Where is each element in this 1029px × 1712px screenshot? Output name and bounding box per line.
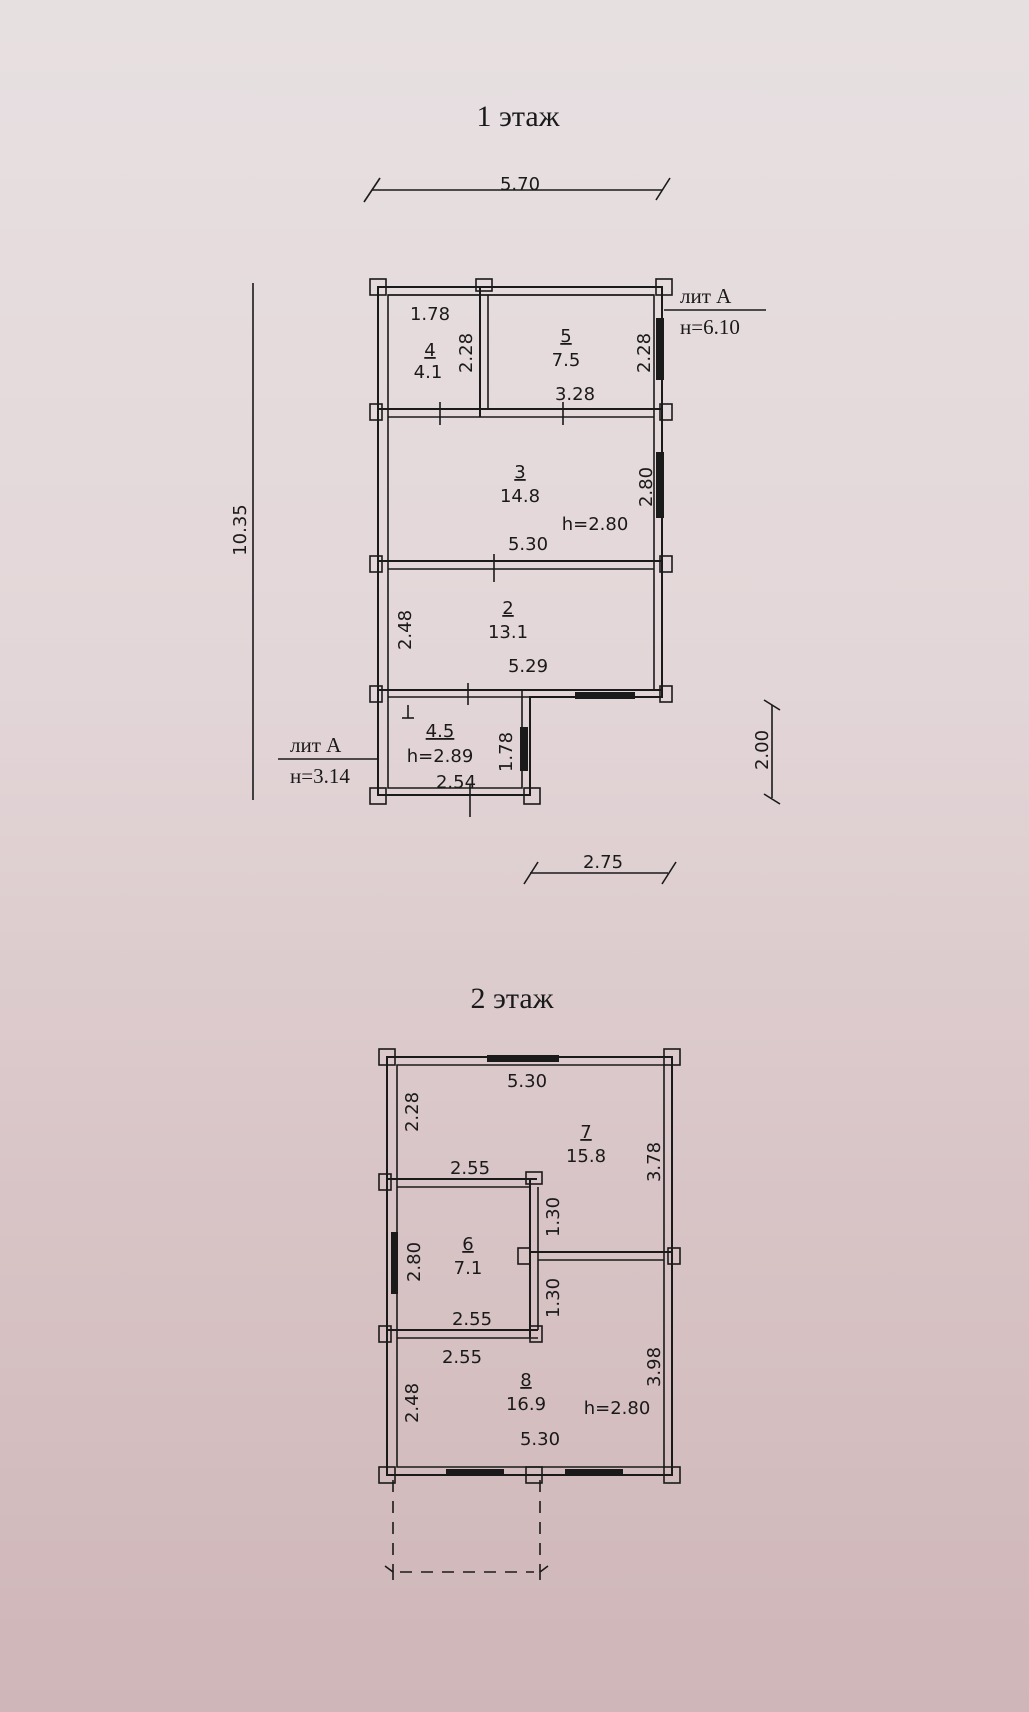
window-room-8-right bbox=[565, 1469, 623, 1476]
room-2: 2.48 2 13.1 5.29 bbox=[395, 598, 548, 677]
room-8-number: 8 bbox=[520, 1370, 531, 1391]
room-7-right-depth: 3.78 bbox=[644, 1142, 665, 1182]
floor-1-windows bbox=[520, 318, 664, 771]
window-room-3 bbox=[656, 452, 664, 518]
room-6-number: 6 bbox=[462, 1234, 473, 1255]
room-8-right-depth: 3.98 bbox=[644, 1347, 665, 1387]
lit-a-top-callout: лит А н=6.10 bbox=[664, 284, 766, 339]
floor-1-bottom-dimension: 2.75 bbox=[523, 852, 677, 885]
room-8-ceiling: h=2.80 bbox=[584, 1398, 651, 1419]
room-7-number: 7 bbox=[580, 1122, 591, 1143]
floor-1-right-dim-label: 2.00 bbox=[752, 730, 773, 770]
window-room-1 bbox=[520, 727, 528, 771]
room-7-area: 15.8 bbox=[566, 1146, 606, 1167]
room-5: 5 7.5 3.28 2.28 bbox=[552, 326, 655, 405]
room-8-width: 5.30 bbox=[520, 1429, 560, 1450]
room-4-width: 1.78 bbox=[410, 304, 450, 325]
room-7: 5.30 2.28 7 15.8 3.78 2.55 1.30 bbox=[402, 1071, 665, 1237]
room-8-area: 16.9 bbox=[506, 1394, 546, 1415]
floor-1-width-dimension: 5.70 bbox=[363, 174, 671, 203]
room-3-area: 14.8 bbox=[500, 486, 540, 507]
floor-1-right-dimension: 2.00 bbox=[752, 699, 781, 805]
room-2-width: 5.29 bbox=[508, 656, 548, 677]
window-room-2 bbox=[575, 692, 635, 699]
room-6-area: 7.1 bbox=[454, 1258, 483, 1279]
room-5-number: 5 bbox=[560, 326, 571, 347]
room-6: 2.80 6 7.1 2.55 bbox=[404, 1234, 492, 1330]
lit-a-bottom-height: н=3.14 bbox=[290, 764, 350, 788]
lit-a-top-label: лит А bbox=[680, 284, 732, 308]
floor-2: 2 этаж bbox=[378, 982, 681, 1580]
room-8-top-width: 2.55 bbox=[442, 1347, 482, 1368]
window-room-6 bbox=[391, 1232, 398, 1294]
room-4-depth: 2.28 bbox=[456, 333, 477, 373]
floor-1-width-label: 5.70 bbox=[500, 174, 540, 195]
floor-1-height-label: 10.35 bbox=[230, 504, 251, 556]
room-3: 3 14.8 h=2.80 5.30 2.80 bbox=[500, 462, 657, 555]
room-4: 1.78 4 4.1 2.28 bbox=[410, 304, 477, 383]
room-5-width: 3.28 bbox=[555, 384, 595, 405]
floor-1-doors bbox=[402, 402, 564, 817]
floor-2-title: 2 этаж bbox=[471, 982, 554, 1015]
lit-a-bottom-label: лит А bbox=[290, 733, 342, 757]
room-2-depth: 2.48 bbox=[395, 610, 416, 650]
room-4-number: 4 bbox=[424, 340, 435, 361]
floor-1: 1 этаж 5.70 10.35 bbox=[230, 100, 781, 885]
room-3-number: 3 bbox=[514, 462, 525, 483]
room-7-left-depth: 2.28 bbox=[402, 1092, 423, 1132]
floor-2-windows bbox=[391, 1055, 623, 1476]
room-8-left-depth: 2.48 bbox=[402, 1383, 423, 1423]
room-1-area: 4.5 bbox=[426, 721, 455, 742]
room-1-depth: 1.78 bbox=[496, 732, 517, 772]
floor-1-height-dimension: 10.35 bbox=[230, 283, 254, 800]
lit-a-bottom-callout: лит А н=3.14 bbox=[278, 733, 378, 788]
window-room-7 bbox=[487, 1055, 559, 1062]
room-7-width: 5.30 bbox=[507, 1071, 547, 1092]
room-8: 1.30 2.55 3.98 2.48 8 16.9 h=2.80 5.30 bbox=[402, 1278, 665, 1450]
floor-1-walls bbox=[369, 278, 673, 805]
room-4-area: 4.1 bbox=[414, 362, 443, 383]
room-2-number: 2 bbox=[502, 598, 513, 619]
room-7-inner-width: 2.55 bbox=[450, 1158, 490, 1179]
lit-a-top-height: н=6.10 bbox=[680, 315, 740, 339]
room-8-inner-depth: 1.30 bbox=[543, 1278, 564, 1318]
window-room-5 bbox=[656, 318, 664, 380]
room-1: 4.5 h=2.89 2.54 1.78 bbox=[407, 721, 517, 793]
floor-2-balcony-outline bbox=[384, 1480, 549, 1580]
room-7-inner-depth: 1.30 bbox=[543, 1197, 564, 1237]
room-1-ceiling: h=2.89 bbox=[407, 746, 474, 767]
room-1-width: 2.54 bbox=[436, 772, 476, 793]
floor-1-bottom-dim-label: 2.75 bbox=[583, 852, 623, 873]
room-5-area: 7.5 bbox=[552, 350, 581, 371]
room-3-ceiling: h=2.80 bbox=[562, 514, 629, 535]
floor-2-walls bbox=[378, 1048, 681, 1484]
room-3-depth: 2.80 bbox=[636, 467, 657, 507]
window-room-8-left bbox=[446, 1469, 504, 1476]
room-5-depth: 2.28 bbox=[634, 333, 655, 373]
floor-1-title: 1 этаж bbox=[477, 100, 560, 133]
room-6-depth: 2.80 bbox=[404, 1242, 425, 1282]
room-2-area: 13.1 bbox=[488, 622, 528, 643]
room-6-width: 2.55 bbox=[452, 1309, 492, 1330]
room-3-width: 5.30 bbox=[508, 534, 548, 555]
